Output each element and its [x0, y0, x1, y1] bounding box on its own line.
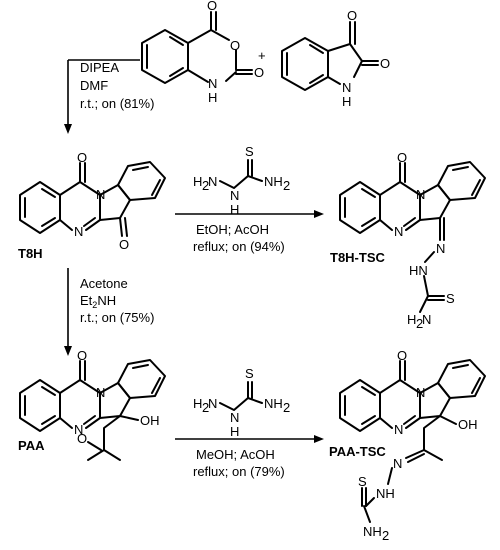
atom-o: O: [347, 8, 357, 23]
atom-h: H: [193, 396, 202, 411]
atom-n: N: [436, 241, 445, 256]
subscript-2: 2: [283, 400, 290, 415]
atom-n: N: [342, 80, 351, 95]
atom-o: O: [230, 38, 240, 53]
label-paa: PAA: [18, 438, 45, 453]
atom-n: N: [416, 187, 425, 202]
paa-tsc-structure: O N N OH N NH S NH 2: [339, 348, 486, 543]
label-paa-tsc: PAA-TSC: [329, 444, 386, 459]
atom-s: S: [446, 291, 455, 306]
t8h-tsc-structure: O N N N HN S H 2 N: [339, 150, 486, 331]
atom-o: O: [397, 348, 407, 363]
atom-oh: OH: [140, 413, 160, 428]
thiosemicarbazide-bottom: H 2 N S N H NH 2: [193, 366, 290, 439]
step1-reagent-dmf: DMF: [80, 78, 108, 93]
atom-o: O: [380, 56, 390, 71]
atom-h: H: [342, 94, 351, 109]
step3-conditions: reflux; on (94%): [193, 239, 285, 254]
atom-n: N: [208, 396, 217, 411]
atom-n: N: [422, 312, 431, 327]
atom-n: N: [393, 456, 402, 471]
step1-conditions: r.t.; on (81%): [80, 96, 154, 111]
atom-h: H: [230, 424, 239, 439]
label-t8h: T8H: [18, 246, 43, 261]
step2-reagent-acetone: Acetone: [80, 276, 128, 291]
subscript-2: 2: [382, 528, 389, 543]
plus-sign: +: [258, 48, 266, 63]
atom-o: O: [397, 150, 407, 165]
isatin-structure: O O N H: [281, 8, 390, 109]
atom-n: N: [74, 224, 83, 239]
subscript-2: 2: [416, 316, 423, 331]
step3-arrow: [175, 210, 324, 218]
step4-arrow: [175, 435, 324, 443]
step1-reagent-dipea: DIPEA: [80, 60, 119, 75]
atom-n: N: [96, 187, 105, 202]
atom-n: N: [74, 422, 83, 437]
label-t8h-tsc: T8H-TSC: [330, 250, 386, 265]
step4-conditions: reflux; on (79%): [193, 464, 285, 479]
atom-oh: OH: [458, 417, 478, 432]
atom-nh: NH: [264, 174, 283, 189]
subscript-2: 2: [202, 178, 209, 193]
subscript-2: 2: [202, 400, 209, 415]
atom-n: N: [208, 76, 217, 91]
step2-reagent-et2nh: Et2NH: [80, 293, 116, 310]
subscript-2: 2: [283, 178, 290, 193]
atom-n: N: [394, 224, 403, 239]
atom-n: N: [208, 174, 217, 189]
atom-o: O: [77, 431, 87, 446]
isatoic-anhydride-structure: O O O N H: [141, 0, 264, 105]
atom-o: O: [77, 150, 87, 165]
thiosemicarbazide-top: H 2 N S N H NH 2: [193, 144, 290, 217]
atom-n: N: [394, 422, 403, 437]
atom-s: S: [245, 366, 254, 381]
atom-n: N: [230, 410, 239, 425]
step3-solvent: EtOH; AcOH: [196, 222, 269, 237]
atom-h: H: [407, 312, 416, 327]
atom-o: O: [254, 65, 264, 80]
atom-n: N: [96, 385, 105, 400]
atom-h: H: [193, 174, 202, 189]
step2-conditions: r.t.; on (75%): [80, 310, 154, 325]
atom-o: O: [77, 348, 87, 363]
paa-structure: O N N OH O: [19, 348, 166, 461]
atom-s: S: [358, 474, 367, 489]
atom-o: O: [207, 0, 217, 13]
atom-hn: HN: [409, 263, 428, 278]
atom-n: N: [230, 188, 239, 203]
atom-h: H: [208, 90, 217, 105]
step1-arrow: [64, 59, 140, 134]
t8h-structure: O N N O: [19, 150, 166, 252]
atom-nh: NH: [376, 486, 395, 501]
step2-arrow: [64, 268, 72, 356]
atom-o: O: [119, 237, 129, 252]
atom-nh: NH: [363, 524, 382, 539]
atom-nh: NH: [264, 396, 283, 411]
atom-n: N: [416, 385, 425, 400]
atom-h: H: [230, 202, 239, 217]
step4-solvent: MeOH; AcOH: [196, 447, 275, 462]
atom-s: S: [245, 144, 254, 159]
